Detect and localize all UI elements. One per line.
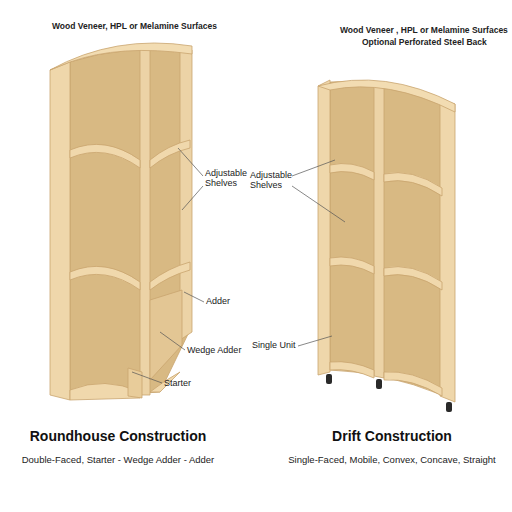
construction-subtitle: Double-Faced, Starter - Wedge Adder - Ad…: [0, 455, 248, 466]
construction-heading: Roundhouse Construction: [0, 428, 248, 444]
part-label: Single Unit: [252, 340, 296, 350]
construction-subtitle: Single-Faced, Mobile, Convex, Concave, S…: [262, 455, 512, 466]
part-label: Wedge Adder: [187, 345, 241, 355]
part-label: Adder: [206, 296, 230, 306]
roundhouse-bookcase: [50, 43, 192, 400]
part-label: Adjustable Shelves: [205, 168, 255, 189]
surface-note: Wood Veneer , HPL or Melamine Surfaces: [340, 26, 508, 36]
surface-note: Wood Veneer, HPL or Melamine Surfaces: [52, 22, 217, 32]
part-label: Adjustable Shelves: [250, 170, 296, 191]
drift-bookcase: [318, 80, 455, 402]
option-note: Optional Perforated Steel Back: [362, 38, 487, 48]
part-label: Starter: [164, 378, 191, 388]
leader-lines: [132, 148, 345, 383]
casters: [326, 374, 452, 412]
construction-heading: Drift Construction: [262, 428, 512, 444]
